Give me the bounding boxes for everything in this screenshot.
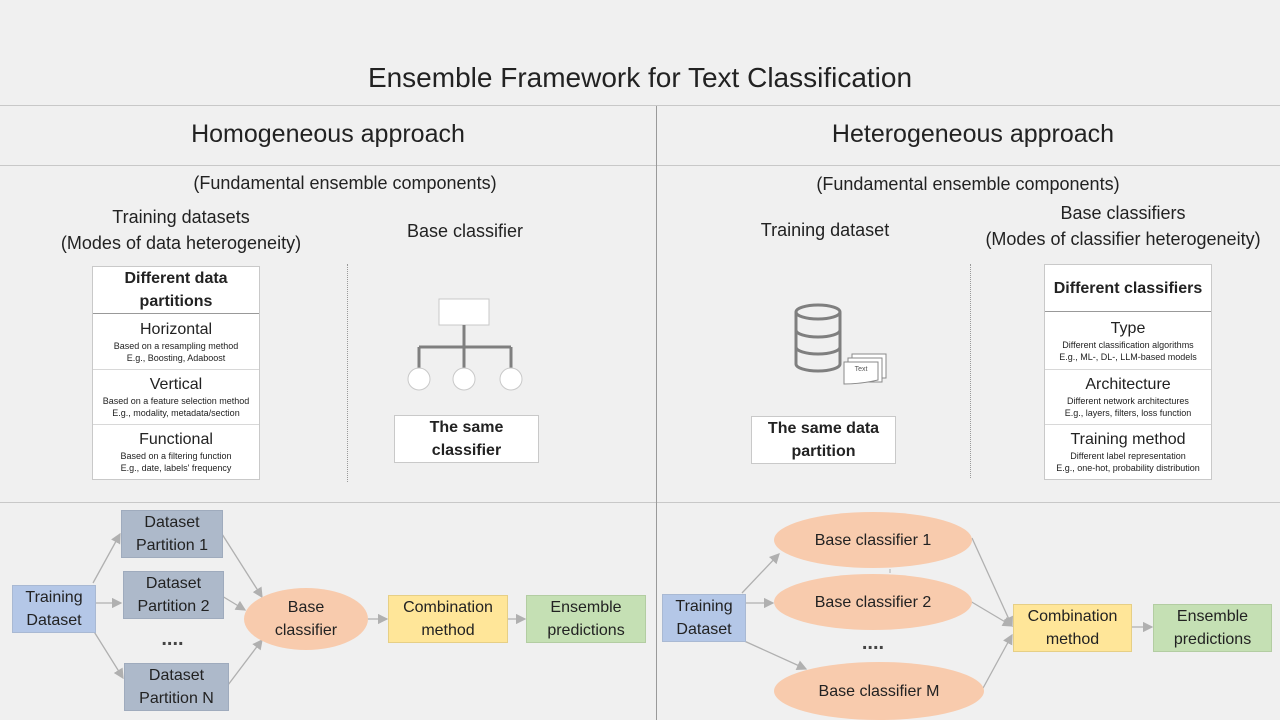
data-partitions-header: Different data partitions: [93, 267, 259, 314]
classifier-row-architecture: Architecture Different network architect…: [1045, 370, 1211, 425]
base-classifier-oval: Base classifier: [244, 588, 368, 650]
different-classifiers-table: Different classifiers Type Different cla…: [1044, 264, 1212, 480]
classifier-row-training-method: Training method Different label represen…: [1045, 425, 1211, 479]
row-desc: Based on a filtering function: [120, 451, 232, 461]
row-example: E.g., one-hot, probability distribution: [1056, 463, 1200, 473]
partition-row-functional: Functional Based on a filtering function…: [93, 425, 259, 479]
homogeneous-heading: Homogeneous approach: [191, 120, 465, 148]
row-example: E.g., date, labels' frequency: [120, 463, 232, 473]
dataset-partition-n-box: Dataset Partition N: [124, 663, 229, 711]
base-classifier-1-oval: Base classifier 1: [774, 512, 972, 568]
training-datasets-title: Training datasets (Modes of data heterog…: [20, 204, 342, 256]
training-datasets-subtitle: (Modes of data heterogeneity): [60, 233, 302, 253]
training-datasets-label: Training datasets: [112, 207, 250, 227]
partition-row-vertical: Vertical Based on a feature selection me…: [93, 370, 259, 425]
row-example: E.g., layers, filters, loss function: [1064, 408, 1192, 418]
divider-flow: [0, 502, 1280, 503]
row-title: Vertical: [149, 376, 203, 393]
different-classifiers-header: Different classifiers: [1045, 265, 1211, 312]
training-dataset-title: Training dataset: [760, 220, 890, 240]
row-title: Type: [1110, 319, 1146, 337]
combination-method-box: Combination method: [388, 595, 508, 643]
row-desc: Based on a feature selection method: [102, 396, 250, 406]
row-title: Training method: [1070, 431, 1186, 448]
database-icon: [794, 303, 887, 385]
same-data-partition-box: The same data partition: [751, 416, 896, 464]
base-classifiers-label: Base classifiers: [1060, 203, 1186, 223]
training-dataset-box: Training Dataset: [12, 585, 96, 633]
dotted-separator-right: [970, 264, 971, 478]
heterogeneous-heading: Heterogeneous approach: [831, 120, 1115, 148]
partition-row-horizontal: Horizontal Based on a resampling method …: [93, 314, 259, 370]
base-classifiers-subtitle: (Modes of classifier heterogeneity): [985, 229, 1261, 249]
row-example: E.g., Boosting, Adaboost: [126, 352, 226, 363]
base-classifier-title: Base classifier: [406, 221, 524, 241]
dataset-partition-2-box: Dataset Partition 2: [123, 571, 224, 619]
ensemble-predictions-box: Ensemble predictions: [526, 595, 646, 643]
heterogeneous-components: (Fundamental ensemble components): [816, 174, 1120, 194]
classifier-tree-icon: [407, 298, 523, 391]
row-desc: Different classification algorithms: [1062, 339, 1194, 350]
base-classifier-2-oval: Base classifier 2: [774, 574, 972, 630]
data-partitions-table: Different data partitions Horizontal Bas…: [92, 266, 260, 480]
row-desc: Different network architectures: [1067, 396, 1189, 406]
ensemble-predictions-box-right: Ensemble predictions: [1153, 604, 1272, 652]
combination-method-box-right: Combination method: [1013, 604, 1132, 652]
row-example: E.g., ML-, DL-, LLM-based models: [1059, 351, 1197, 362]
dataset-partition-1-box: Dataset Partition 1: [121, 510, 223, 558]
row-desc: Based on a resampling method: [113, 340, 239, 351]
divider-top: [0, 105, 1280, 106]
same-classifier-box: The same classifier: [394, 415, 539, 463]
row-title: Architecture: [1085, 376, 1171, 393]
homogeneous-components: (Fundamental ensemble components): [193, 173, 497, 193]
base-classifiers-title: Base classifiers (Modes of classifier he…: [968, 200, 1278, 252]
text-document-label: Text: [854, 366, 868, 373]
divider-headings: [0, 165, 1280, 166]
row-title: Horizontal: [139, 320, 213, 338]
divider-vertical: [656, 106, 657, 720]
base-classifier-label: Base classifier: [274, 599, 338, 639]
classifier-ellipsis: ....: [861, 632, 885, 654]
partition-ellipsis: ....: [161, 628, 184, 650]
training-dataset-box-right: Training Dataset: [662, 594, 746, 642]
row-title: Functional: [139, 431, 213, 448]
dotted-separator-left: [347, 264, 348, 482]
row-desc: Different label representation: [1070, 451, 1186, 461]
classifier-row-type: Type Different classification algorithms…: [1045, 312, 1211, 370]
row-example: E.g., modality, metadata/section: [112, 408, 240, 418]
base-classifier-m-oval: Base classifier M: [774, 662, 984, 720]
page-title: Ensemble Framework for Text Classificati…: [367, 62, 913, 93]
